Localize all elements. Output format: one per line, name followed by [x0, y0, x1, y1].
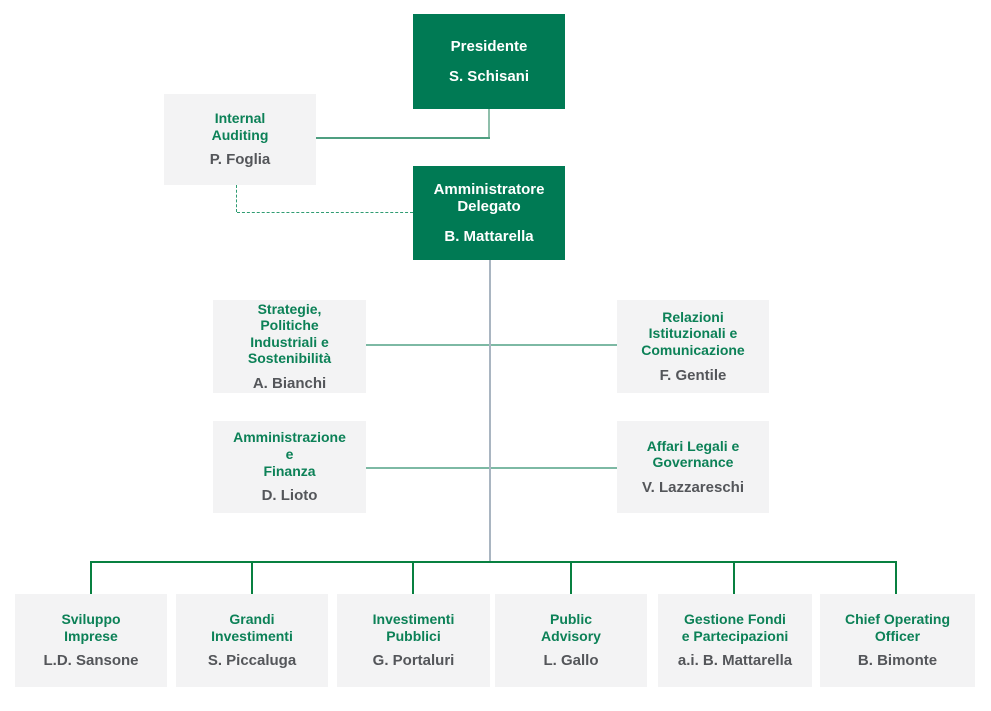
- node-title: Sviluppo Imprese: [61, 611, 121, 644]
- connector-bottom-bus: [90, 561, 897, 563]
- node-name: S. Piccaluga: [207, 652, 297, 670]
- node-title: Chief Operating Officer: [844, 611, 950, 644]
- org-node-strategie: Strategie, Politiche Industriali e Soste…: [213, 300, 366, 393]
- node-title: Amministratore Delegato: [433, 180, 545, 216]
- node-name: A. Bianchi: [252, 374, 327, 392]
- org-node-investimenti-pubblici: Investimenti Pubblici G. Portaluri: [337, 594, 490, 687]
- node-title: Gestione Fondi e Partecipazioni: [681, 611, 789, 644]
- node-name: P. Foglia: [209, 151, 271, 169]
- org-node-sviluppo-imprese: Sviluppo Imprese L.D. Sansone: [15, 594, 167, 687]
- connector-drop-6: [895, 561, 897, 594]
- node-title: Strategie, Politiche Industriali e Soste…: [247, 300, 332, 367]
- node-title: Public Advisory: [541, 611, 601, 644]
- node-name: B. Bimonte: [857, 652, 938, 670]
- node-title: Relazioni Istituzionali e Comunicazione: [641, 308, 745, 358]
- connector-drop-4: [570, 561, 572, 594]
- org-node-chief-operating-officer: Chief Operating Officer B. Bimonte: [820, 594, 975, 687]
- node-name: V. Lazzareschi: [641, 478, 744, 496]
- connector-drop-3: [412, 561, 414, 594]
- connector-drop-2: [251, 561, 253, 594]
- org-node-public-advisory: Public Advisory L. Gallo: [495, 594, 647, 687]
- connector-dashed-vertical: [236, 185, 237, 212]
- node-title: Investimenti Pubblici: [372, 611, 455, 644]
- node-name: B. Mattarella: [444, 227, 534, 245]
- org-node-relazioni-istituzionali: Relazioni Istituzionali e Comunicazione …: [617, 300, 769, 393]
- connector-middle-row-1: [366, 344, 617, 346]
- org-node-internal-auditing: Internal Auditing P. Foglia: [164, 94, 316, 185]
- connector-president-drop: [488, 109, 490, 139]
- node-name: L. Gallo: [543, 652, 599, 670]
- node-title: Affari Legali e Governance: [646, 437, 740, 471]
- connector-drop-1: [90, 561, 92, 594]
- node-name: F. Gentile: [659, 366, 727, 384]
- org-node-gestione-fondi: Gestione Fondi e Partecipazioni a.i. B. …: [658, 594, 812, 687]
- connector-middle-row-2: [366, 467, 617, 469]
- node-title: Grandi Investimenti: [211, 611, 293, 644]
- node-title: Amministrazione e Finanza: [233, 429, 346, 479]
- org-node-affari-legali: Affari Legali e Governance V. Lazzaresch…: [617, 421, 769, 513]
- node-title: Internal Auditing: [211, 110, 269, 143]
- connector-dashed-horizontal: [237, 212, 413, 213]
- org-node-amministratore-delegato: Amministratore Delegato B. Mattarella: [413, 166, 565, 260]
- connector-trunk: [489, 260, 491, 562]
- node-name: a.i. B. Mattarella: [677, 652, 793, 670]
- org-node-amministrazione-finanza: Amministrazione e Finanza D. Lioto: [213, 421, 366, 513]
- node-name: G. Portaluri: [372, 652, 455, 670]
- org-node-presidente: Presidente S. Schisani: [413, 14, 565, 109]
- connector-internal-auditing: [316, 137, 490, 139]
- org-node-grandi-investimenti: Grandi Investimenti S. Piccaluga: [176, 594, 328, 687]
- node-name: D. Lioto: [261, 487, 318, 505]
- node-name: L.D. Sansone: [43, 652, 139, 670]
- node-name: S. Schisani: [448, 67, 530, 85]
- node-title: Presidente: [450, 37, 528, 55]
- connector-drop-5: [733, 561, 735, 594]
